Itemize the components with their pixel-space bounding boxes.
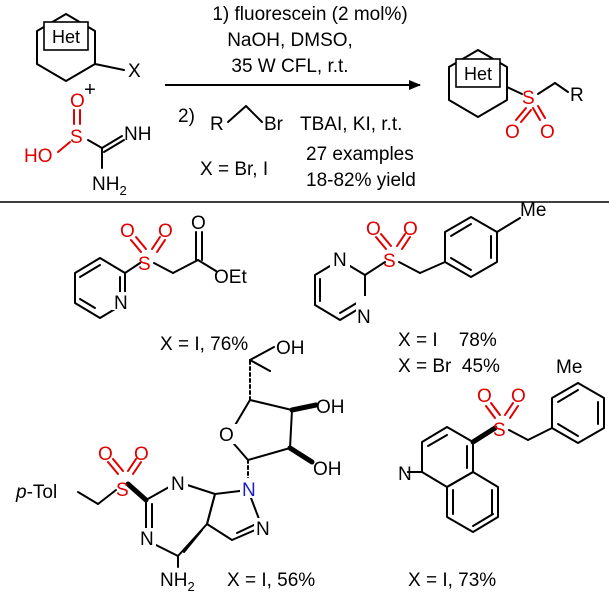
sulfinate-o-label: O: [70, 91, 85, 112]
product-o-right: O: [540, 122, 555, 143]
ex3-s-label: S: [116, 480, 129, 501]
hydroxy-label: HO: [24, 146, 53, 167]
ex2-yield-bromide: X = Br 45%: [398, 356, 500, 377]
ex2-o-right: O: [403, 219, 418, 240]
example-purine-nucleoside: O OH OH OH N N N N NH2 S: [15, 338, 345, 594]
yield-range: 18-82% yield: [306, 170, 416, 191]
ex3-n1: N: [140, 529, 154, 550]
ex1-o-left: O: [120, 221, 135, 242]
ex4-yield: X = I, 73%: [408, 570, 496, 591]
ex4-o-left: O: [477, 386, 492, 407]
imine-nh-label: NH: [124, 124, 151, 145]
step2-br-label: Br: [264, 114, 284, 135]
step2-number: 2): [178, 106, 195, 127]
ex1-oet-label: OEt: [214, 267, 247, 288]
ex3-ring-o: O: [219, 425, 234, 446]
ex1-o-right: O: [158, 221, 173, 242]
ex1-carbonyl-o: O: [191, 213, 206, 234]
ex1-pyridine-n: N: [114, 293, 128, 314]
product-het-box: [455, 58, 501, 88]
amine-nh2-label: NH2: [92, 174, 127, 198]
ex3-ptol-label: p-Tol: [15, 482, 57, 503]
ex3-yield: X = I, 56%: [227, 570, 315, 591]
ex3-n7: N: [256, 519, 270, 540]
step2-reagents: TBAI, KI, r.t.: [300, 114, 402, 135]
step2-r-label: R: [210, 114, 224, 135]
ex3-oh-primary: OH: [276, 338, 305, 359]
ex1-s-label: S: [138, 254, 151, 275]
examples-count: 27 examples: [306, 144, 414, 165]
product-het-label: Het: [464, 64, 492, 84]
plus-sign: +: [84, 79, 96, 101]
example-pyridyl-ester: N S O O O OEt X = I, 76%: [74, 213, 248, 355]
x-scope: X = Br, I: [200, 159, 268, 180]
product-o-left: O: [505, 122, 520, 143]
het-label: Het: [52, 27, 80, 47]
product-s-label: S: [522, 88, 535, 109]
ex4-s-label: S: [493, 420, 506, 441]
reactant-aryl-halide: Het X: [36, 13, 141, 82]
ex4-quinoline-n: N: [398, 464, 412, 485]
het-box: [43, 21, 89, 51]
step1-line2: NaOH, DMSO,: [227, 30, 353, 51]
ex3-nh2: NH2: [160, 570, 195, 594]
product-het-sulfone: Het S O O R: [448, 49, 584, 143]
reactant-sulfinic-acid: O S HO NH NH2: [24, 91, 151, 198]
reaction-conditions: 1) fluorescein (2 mol%) NaOH, DMSO, 35 W…: [165, 4, 421, 191]
sulfinate-s-label: S: [70, 127, 83, 148]
ex2-yield-iodide: X = I 78%: [398, 330, 497, 351]
example-pyrimidinyl-benzyl: N N S O O Me X = I 78% X = Br 45%: [314, 200, 546, 377]
ex2-pyrimidine-n2: N: [357, 307, 371, 328]
step1-line1: 1) fluorescein (2 mol%): [212, 4, 407, 25]
ex3-n9: N: [242, 480, 256, 501]
ex1-yield: X = I, 76%: [160, 334, 248, 355]
ex2-methyl: Me: [520, 200, 546, 221]
ex2-o-left: O: [366, 219, 381, 240]
product-r-label: R: [570, 85, 584, 106]
ex3-o-right: O: [134, 444, 149, 465]
ex3-oh-2prime: OH: [313, 459, 342, 480]
ex2-pyrimidine-n1: N: [333, 250, 347, 271]
ex4-methyl: Me: [556, 357, 582, 378]
halide-x-label: X: [128, 61, 141, 82]
ex3-o-left: O: [98, 444, 113, 465]
step1-line3: 35 W CFL, r.t.: [231, 56, 348, 77]
ex4-o-right: O: [511, 386, 526, 407]
ex2-s-label: S: [383, 251, 396, 272]
ex3-n3: N: [171, 474, 185, 495]
example-quinolinyl-benzyl: N S O O Me X = I, 73%: [398, 357, 605, 591]
ex3-oh-3prime: OH: [316, 397, 345, 418]
